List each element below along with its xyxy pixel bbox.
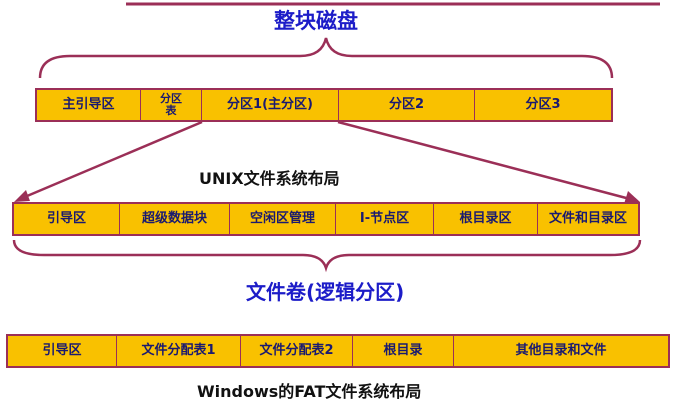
right-expand-arrow <box>337 120 631 201</box>
disk-brace <box>38 37 614 79</box>
fat-table2-cell: 文件分配表2 <box>241 336 353 366</box>
partition-table-cell: 分区表 <box>141 90 202 120</box>
partition3-cell: 分区3 <box>475 90 611 120</box>
partition1-cell: 分区1(主分区) <box>202 90 339 120</box>
partition-table-label-line2: 表 <box>165 104 177 117</box>
partition-table-label-line1: 分区 <box>160 92 182 106</box>
unix-superblock-cell: 超级数据块 <box>120 204 230 234</box>
left-arrowhead <box>14 190 30 202</box>
volume-title: 文件卷(逻辑分区) <box>246 280 405 304</box>
disk-partition-bar: 主引导区 分区表 分区1(主分区) 分区2 分区3 <box>35 88 613 122</box>
fat-boot-cell: 引导区 <box>8 336 117 366</box>
unix-inode-cell: I-节点区 <box>336 204 434 234</box>
fat-caption: Windows的FAT文件系统布局 <box>197 382 422 401</box>
fat-table1-cell: 文件分配表1 <box>117 336 241 366</box>
unix-boot-cell: 引导区 <box>14 204 120 234</box>
right-arrowhead <box>624 191 640 204</box>
unix-caption: UNIX文件系统布局 <box>199 169 340 188</box>
partition-table-label: 分区表 <box>160 93 182 116</box>
unix-root-dir-cell: 根目录区 <box>434 204 538 234</box>
unix-free-space-cell: 空闲区管理 <box>230 204 336 234</box>
partition2-cell: 分区2 <box>339 90 475 120</box>
fat-root-dir-cell: 根目录 <box>353 336 454 366</box>
unix-layout-bar: 引导区 超级数据块 空闲区管理 I-节点区 根目录区 文件和目录区 <box>12 202 640 236</box>
volume-brace <box>12 239 642 273</box>
left-expand-arrow <box>19 120 203 201</box>
unix-files-dirs-cell: 文件和目录区 <box>538 204 638 234</box>
disk-title: 整块磁盘 <box>274 9 358 33</box>
fat-other-files-cell: 其他目录和文件 <box>454 336 668 366</box>
fat-layout-bar: 引导区 文件分配表1 文件分配表2 根目录 其他目录和文件 <box>6 334 670 368</box>
mbr-cell: 主引导区 <box>37 90 141 120</box>
